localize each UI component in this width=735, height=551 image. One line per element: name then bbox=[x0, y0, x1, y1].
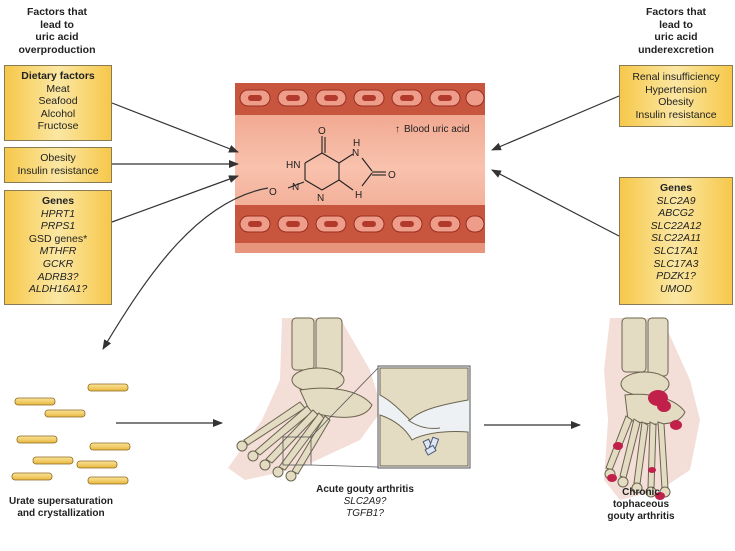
crystal bbox=[12, 473, 52, 480]
label-line: gouty arthritis bbox=[598, 511, 684, 523]
atom-n: N bbox=[352, 148, 359, 159]
crystallization-label: Urate supersaturation and crystallizatio… bbox=[0, 496, 122, 520]
blood-uric-acid-arrow: ↑ bbox=[395, 124, 400, 135]
label-gene: TGFB1? bbox=[300, 508, 430, 520]
label-line: tophaceous bbox=[598, 499, 684, 511]
label-line: Chronic bbox=[598, 487, 684, 499]
label-gene: SLC2A9? bbox=[300, 496, 430, 508]
atom-oxygen: O bbox=[269, 187, 277, 198]
crystal bbox=[45, 410, 85, 417]
crystal bbox=[90, 443, 130, 450]
label-title: Acute gouty arthritis bbox=[300, 484, 430, 496]
chronic-gout-label: Chronic tophaceous gouty arthritis bbox=[598, 487, 684, 523]
crystal bbox=[33, 457, 73, 464]
atom-h: H bbox=[353, 138, 360, 149]
crystal bbox=[17, 436, 57, 443]
acute-gout-label: Acute gouty arthritis SLC2A9? TGFB1? bbox=[300, 484, 430, 520]
crystal bbox=[15, 398, 55, 405]
atom-n: N bbox=[317, 193, 324, 204]
urate-crystals bbox=[12, 384, 130, 484]
atom-oxygen: O bbox=[388, 170, 396, 181]
atom-h: H bbox=[355, 190, 362, 201]
crystal bbox=[77, 461, 117, 468]
label-line: and crystallization bbox=[0, 508, 122, 520]
chronic-gout-foot bbox=[604, 318, 700, 500]
acute-gout-foot bbox=[228, 318, 382, 481]
blood-uric-acid-label: Blood uric acid bbox=[404, 124, 470, 135]
atom-oxygen: O bbox=[318, 126, 326, 137]
crystal bbox=[88, 477, 128, 484]
label-line: Urate supersaturation bbox=[0, 496, 122, 508]
crystal bbox=[88, 384, 128, 391]
joint-zoom-inset bbox=[378, 366, 470, 468]
blood-vessel: ↑ Blood uric acid bbox=[235, 83, 485, 253]
atom-hn: HN bbox=[286, 160, 300, 171]
